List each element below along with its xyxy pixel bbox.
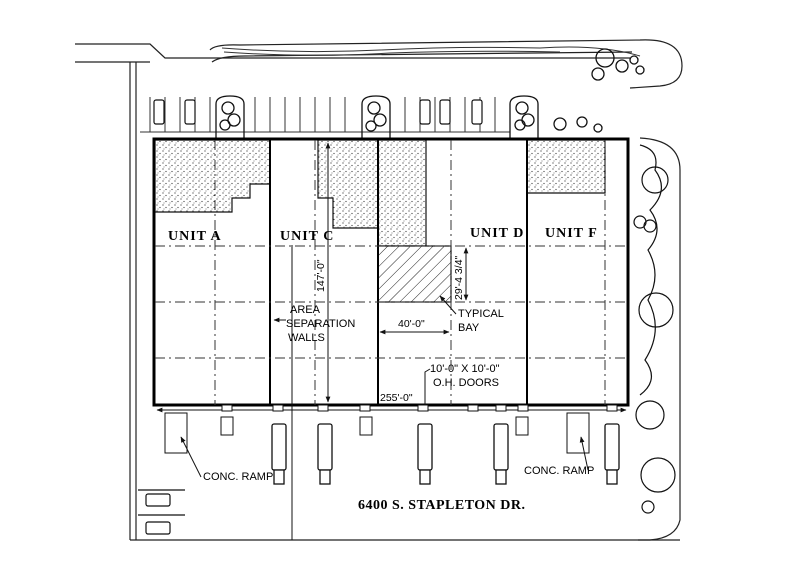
unit-c-label: UNIT C xyxy=(280,229,334,244)
address-label: 6400 S. STAPLETON DR. xyxy=(358,498,526,513)
concrete-ramps xyxy=(164,412,590,454)
svg-text:AREA: AREA xyxy=(290,304,321,316)
svg-text:SEPARATION: SEPARATION xyxy=(286,318,355,330)
column-grid xyxy=(155,140,628,405)
bay-width-dimension-text: 40'-0" xyxy=(398,318,425,330)
dock-doors xyxy=(221,404,618,412)
typical-bay-note: TYPICAL BAY xyxy=(439,295,504,334)
landscape-strip-top xyxy=(221,46,641,57)
svg-text:CONC. RAMP: CONC. RAMP xyxy=(203,471,273,483)
office-areas xyxy=(154,139,606,247)
parked-cars-top xyxy=(153,99,483,125)
svg-text:O.H. DOORS: O.H. DOORS xyxy=(433,377,499,389)
svg-text:10'-0" X 10'-0": 10'-0" X 10'-0" xyxy=(430,363,500,375)
ramp-notes: CONC. RAMP CONC. RAMP xyxy=(180,436,594,483)
dock-bumpers xyxy=(220,416,529,436)
bay-depth-dimension-text: 29'-4 3/4" xyxy=(453,255,465,300)
unit-d-label: UNIT D xyxy=(470,226,524,241)
separation-walls-note: AREA SEPARATION WALLS xyxy=(273,304,355,344)
site-boundary xyxy=(75,39,683,541)
unit-separation-walls xyxy=(269,139,528,405)
parking-bottom xyxy=(138,489,185,535)
landscape-right xyxy=(633,144,676,514)
typical-bay-hatch xyxy=(377,245,452,303)
depth-dimension-text: 147'-0" xyxy=(315,259,327,292)
trucks xyxy=(271,423,620,485)
overall-width-dimension-text: 255'-0" xyxy=(380,392,413,404)
svg-text:TYPICAL: TYPICAL xyxy=(458,308,504,320)
door-note: 10'-0" X 10'-0" O.H. DOORS xyxy=(422,363,500,411)
unit-f-label: UNIT F xyxy=(545,226,598,241)
svg-text:WALLS: WALLS xyxy=(288,332,325,344)
unit-a-label: UNIT A xyxy=(168,229,222,244)
svg-text:BAY: BAY xyxy=(458,322,480,334)
tree-islands-top xyxy=(215,48,645,138)
building-outline xyxy=(152,137,630,407)
svg-text:CONC. RAMP: CONC. RAMP xyxy=(524,465,594,477)
